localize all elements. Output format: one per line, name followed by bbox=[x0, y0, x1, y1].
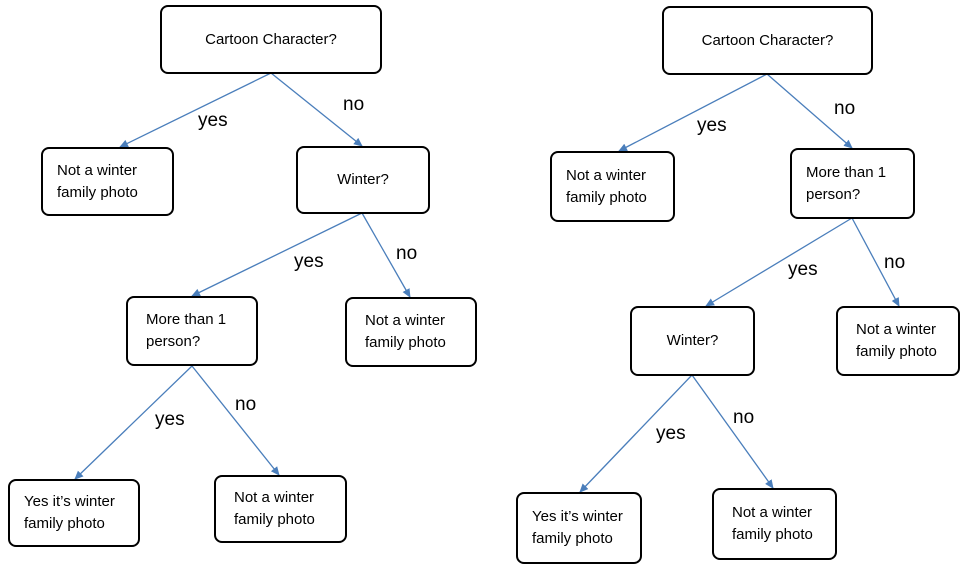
left-not-winter-node-1: Not a winter family photo bbox=[41, 147, 174, 216]
left-edge-label-yes-1: yes bbox=[198, 110, 228, 131]
left-more-than-one-question: More than 1 person? bbox=[126, 296, 258, 366]
left-edge-more-than-one-to-yes bbox=[74, 365, 193, 480]
left-edge-root-to-winter bbox=[270, 72, 363, 147]
left-not-winter-node-3: Not a winter family photo bbox=[214, 475, 347, 543]
right-winter-question: Winter? bbox=[630, 306, 755, 376]
left-not-winter-label-1: Not a winter family photo bbox=[57, 161, 138, 201]
left-edge-label-no-1: no bbox=[343, 94, 365, 115]
right-edge-more-than-one-to-not-winter bbox=[851, 217, 900, 307]
left-yes-winter-label: Yes it’s winter family photo bbox=[24, 493, 115, 532]
right-edge-winter-to-not-winter bbox=[691, 374, 774, 489]
left-root-label: Cartoon Character? bbox=[205, 30, 337, 48]
left-edge-label-no-3: no bbox=[235, 394, 257, 415]
left-winter-question: Winter? bbox=[296, 146, 430, 214]
left-winter-label: Winter? bbox=[337, 171, 389, 188]
right-edge-label-yes-3: yes bbox=[656, 423, 686, 444]
right-edge-root-to-not-winter bbox=[618, 73, 768, 152]
left-edge-winter-to-more-than-one bbox=[191, 212, 363, 297]
left-edge-label-yes-2: yes bbox=[294, 251, 324, 272]
right-edge-label-yes-2: yes bbox=[788, 259, 818, 280]
right-root-label: Cartoon Character? bbox=[701, 31, 834, 49]
right-not-winter-node-1: Not a winter family photo bbox=[550, 151, 675, 222]
right-winter-label: Winter? bbox=[666, 332, 719, 349]
right-not-winter-label-1: Not a winter family photo bbox=[566, 166, 647, 206]
right-yes-winter-label: Yes it’s winter family photo bbox=[532, 508, 623, 547]
left-edge-root-to-not-winter bbox=[119, 72, 272, 148]
right-edge-label-yes-1: yes bbox=[697, 115, 727, 136]
left-not-winter-label-2: Not a winter family photo bbox=[365, 312, 446, 351]
left-yes-winter-node: Yes it’s winter family photo bbox=[8, 479, 140, 547]
left-edge-winter-to-not-winter bbox=[361, 212, 411, 298]
left-not-winter-label-3: Not a winter family photo bbox=[234, 489, 315, 528]
left-root-question: Cartoon Character? bbox=[160, 5, 382, 74]
right-root-question: Cartoon Character? bbox=[662, 6, 873, 75]
right-not-winter-node-3: Not a winter family photo bbox=[712, 488, 837, 560]
right-more-than-one-label: More than 1 person? bbox=[806, 163, 887, 203]
right-not-winter-label-2: Not a winter family photo bbox=[856, 321, 937, 360]
right-edge-winter-to-yes bbox=[579, 374, 693, 493]
right-edge-label-no-2: no bbox=[884, 252, 906, 273]
right-not-winter-node-2: Not a winter family photo bbox=[836, 306, 960, 376]
right-edge-root-to-more-than-one bbox=[766, 73, 853, 149]
left-edge-label-yes-3: yes bbox=[155, 409, 185, 430]
left-more-than-one-label: More than 1 person? bbox=[146, 311, 227, 350]
right-edge-more-than-one-to-winter bbox=[705, 217, 853, 307]
right-more-than-one-question: More than 1 person? bbox=[790, 148, 915, 219]
right-not-winter-label-3: Not a winter family photo bbox=[732, 504, 813, 543]
right-edge-label-no-1: no bbox=[834, 98, 856, 119]
left-not-winter-node-2: Not a winter family photo bbox=[345, 297, 477, 367]
left-edge-more-than-one-to-not-winter bbox=[191, 365, 280, 476]
right-edge-label-no-3: no bbox=[733, 407, 755, 428]
right-yes-winter-node: Yes it’s winter family photo bbox=[516, 492, 642, 564]
left-edge-label-no-2: no bbox=[396, 243, 418, 264]
